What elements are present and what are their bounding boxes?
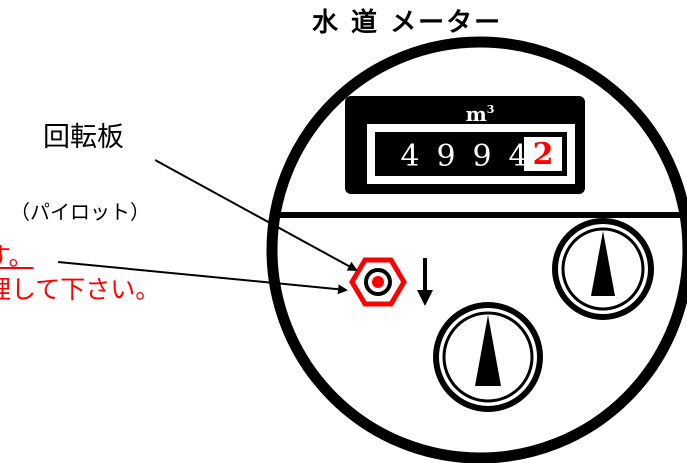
- unit-label: m3: [466, 102, 495, 126]
- diagram-title: 水 道 メーター: [312, 8, 503, 38]
- dial-lower-pointer: [475, 315, 501, 386]
- counter-digit: 9: [436, 139, 455, 174]
- leak-warning-line-2: 理して下さい。: [0, 275, 161, 304]
- rotor-leader-line: [154, 159, 358, 271]
- counter-last-digit-box: [524, 137, 562, 171]
- counter-digit: 9: [472, 139, 491, 174]
- leak-leader-line: [57, 261, 348, 295]
- counter-last-digit: 2: [533, 137, 554, 172]
- counter-digit: 4: [508, 139, 527, 174]
- rotor-label: 回転板: [43, 122, 124, 153]
- flow-arrow-head: [417, 290, 433, 306]
- pilot-center-dot: [372, 276, 384, 288]
- counter-digit: 4: [400, 139, 419, 174]
- leak-warning-line-1: す。: [0, 242, 34, 271]
- pilot-label: （パイロット）: [10, 200, 150, 224]
- dial-right-pointer: [591, 231, 615, 296]
